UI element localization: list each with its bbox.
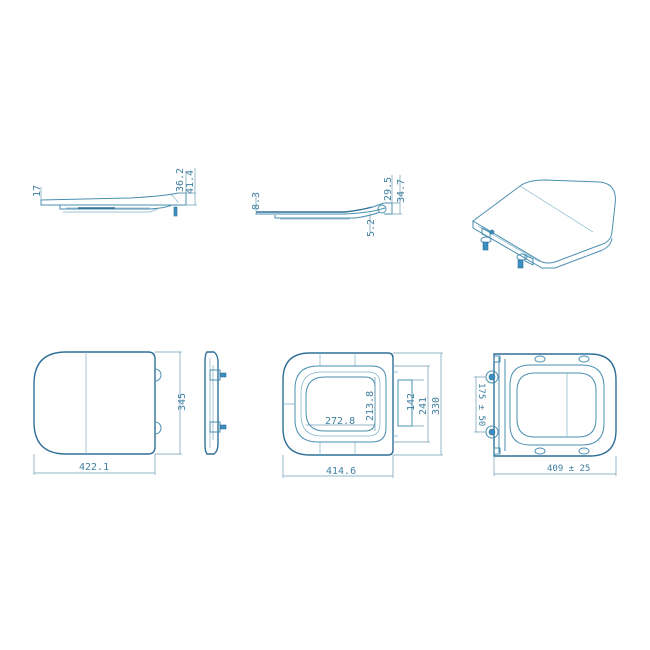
underside-view	[474, 353, 617, 476]
dim-lid-length: 422.1	[79, 462, 109, 473]
dim-fixing-length: 409 ± 25	[547, 464, 590, 474]
dim-hinge-h1: 36.2	[175, 168, 186, 192]
bottom-view-ring	[282, 352, 443, 478]
isometric-view	[472, 179, 616, 269]
dim-hinge-block: 142	[406, 393, 417, 411]
dim-front-height: 8.3	[251, 192, 262, 210]
side-view-open	[255, 175, 402, 232]
dim-rear-height: 17	[32, 185, 43, 197]
dim-hinge-span: 241	[418, 397, 429, 415]
dim-ring-width: 330	[431, 397, 442, 415]
dim-hinge-h2: 41.4	[185, 170, 196, 194]
dim-inner-width: 213.8	[365, 391, 376, 421]
dim-ring-length: 414.6	[326, 466, 356, 477]
dim-hinge-h1-open: 29.5	[383, 177, 394, 201]
dim-hinge-spacing: 175 ± 50	[476, 383, 486, 426]
dim-inner-length: 272.8	[325, 416, 355, 427]
end-view	[204, 351, 227, 455]
side-view-closed	[40, 168, 197, 217]
dim-hinge-h2-open: 34.7	[396, 179, 407, 203]
dim-lid-width: 345	[177, 393, 188, 411]
top-view-lid	[33, 351, 182, 475]
dim-hinge-offset: 5.2	[366, 219, 377, 237]
